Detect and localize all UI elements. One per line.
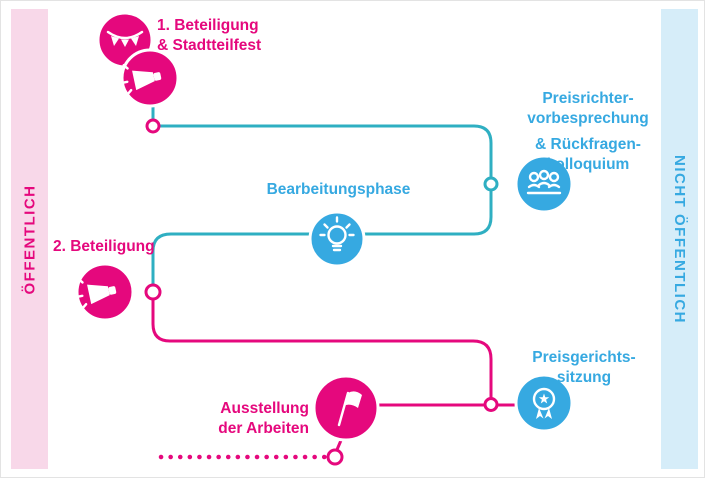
label-ausstellung-line1: Ausstellung bbox=[220, 400, 309, 417]
jury-icon bbox=[526, 169, 562, 195]
node-beteiligung2 bbox=[144, 283, 162, 301]
label-beteiligung2-line1: 2. Beteiligung bbox=[53, 238, 155, 255]
label-beteiligung1-line2: & Stadtteilfest bbox=[157, 37, 262, 54]
label-preisrichter-line2: vorbesprechung bbox=[527, 110, 649, 127]
label-beteiligung1-line1: 1. Beteiligung bbox=[157, 17, 259, 34]
flow-path-phase1 bbox=[151, 103, 493, 292]
step-circle-ausstellung bbox=[312, 374, 380, 442]
flag-icon bbox=[337, 391, 362, 427]
label-beteiligung1: 1. Beteiligung & Stadtteilfest bbox=[157, 16, 297, 56]
label-preisrichter-line4: kolloquium bbox=[546, 156, 630, 173]
step-circle-bearbeitungsphase bbox=[308, 210, 366, 268]
band-not-public: NICHT ÖFFENTLICH bbox=[661, 9, 698, 469]
megaphone-icon bbox=[76, 277, 117, 310]
step-circle-beteiligung2 bbox=[75, 262, 135, 322]
step-circle-preisrichter bbox=[514, 154, 574, 214]
megaphone-icon bbox=[121, 63, 162, 96]
label-beteiligung2: 2. Beteiligung bbox=[53, 237, 173, 257]
step-circle-beteiligung1 bbox=[120, 48, 180, 108]
step-circle-preisgericht bbox=[514, 373, 574, 433]
label-preisgericht-line1: Preisgerichts- bbox=[532, 349, 636, 366]
node-ausstellung-end bbox=[326, 448, 344, 466]
label-preisgericht-line2: sitzung bbox=[556, 369, 612, 386]
lightbulb-icon bbox=[319, 216, 355, 252]
label-bearbeitungsphase: Bearbeitungsphase bbox=[256, 180, 421, 200]
award-rosette-icon bbox=[532, 387, 556, 419]
bunting-icon bbox=[106, 30, 144, 47]
band-public: ÖFFENTLICH bbox=[11, 9, 48, 469]
label-preisrichter-line3: & Rückfragen- bbox=[535, 136, 641, 153]
node-before-preisgericht bbox=[483, 397, 499, 412]
node-after-beteiligung1 bbox=[145, 118, 161, 134]
label-bearbeitungsphase-line1: Bearbeitungsphase bbox=[266, 181, 411, 198]
label-preisrichter-line1: Preisrichter- bbox=[542, 90, 634, 107]
label-ausstellung: Ausstellung der Arbeiten bbox=[199, 399, 309, 439]
label-preisgericht: Preisgerichts- sitzung bbox=[521, 348, 647, 388]
label-preisrichter: Preisrichter- vorbesprechung & Rückfrage… bbox=[513, 89, 663, 175]
node-before-preisrichter bbox=[483, 176, 499, 192]
label-ausstellung-line2: der Arbeiten bbox=[218, 420, 309, 437]
